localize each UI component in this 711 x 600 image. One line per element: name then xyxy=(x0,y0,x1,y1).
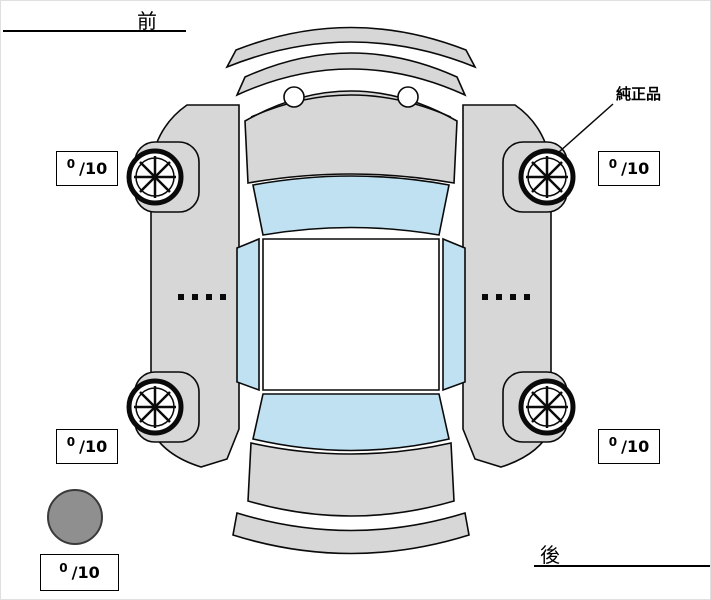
hood-panel xyxy=(244,90,458,184)
wheel-front-left-icon xyxy=(126,148,184,206)
rear-underline xyxy=(534,565,710,567)
hood-crease-line xyxy=(250,94,452,118)
tire-score-denominator: /10 xyxy=(621,437,650,456)
tire-score-front-left: 0 /10 xyxy=(56,151,118,186)
side-mirror-right-icon xyxy=(397,86,419,108)
tire-score-denominator: /10 xyxy=(79,437,108,456)
rear-label: 後 xyxy=(540,543,560,567)
tire-score-value: 0 xyxy=(66,434,76,449)
genuine-part-label: 純正品 xyxy=(616,85,662,103)
tire-score-front-right: 0 /10 xyxy=(598,151,660,186)
front-bumper xyxy=(235,52,467,97)
spare-tire-icon xyxy=(47,489,103,545)
left-side-window-glass xyxy=(236,237,260,392)
front-spoiler xyxy=(225,26,477,69)
wheel-rear-left-icon xyxy=(126,378,184,436)
wheel-rear-right-icon xyxy=(518,378,576,436)
wheel-front-right-icon xyxy=(518,148,576,206)
trunk-panel xyxy=(247,442,455,517)
tire-score-denominator: /10 xyxy=(621,159,650,178)
tire-score-rear-right: 0 /10 xyxy=(598,429,660,464)
roof-panel xyxy=(262,238,440,391)
tire-score-rear-left: 0 /10 xyxy=(56,429,118,464)
tire-score-value: 0 xyxy=(608,156,618,171)
right-side-window-glass xyxy=(442,237,466,392)
tire-score-denominator: /10 xyxy=(79,159,108,178)
front-label: 前 xyxy=(137,9,157,33)
front-underline xyxy=(3,30,186,32)
tire-score-value: 0 xyxy=(608,434,618,449)
rear-window-glass xyxy=(252,393,450,452)
tire-score-spare: 0 /10 xyxy=(40,554,119,591)
tire-score-value: 0 xyxy=(66,156,76,171)
tire-score-denominator: /10 xyxy=(71,563,100,582)
windshield-glass xyxy=(252,175,450,236)
tire-score-value: 0 xyxy=(59,560,68,575)
side-mirror-left-icon xyxy=(283,86,305,108)
rear-bumper xyxy=(232,511,470,555)
genuine-part-pointer-line xyxy=(558,103,614,153)
